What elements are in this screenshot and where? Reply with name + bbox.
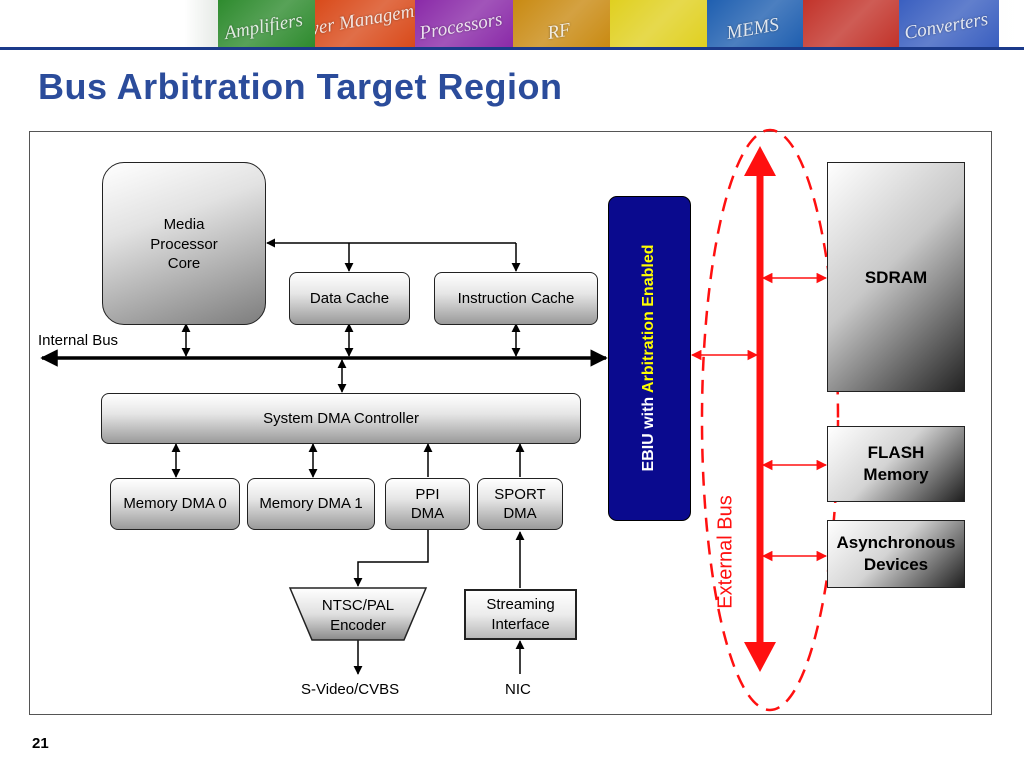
ppi-dma-box: PPI DMA: [385, 478, 470, 530]
sdram-label: SDRAM: [864, 268, 928, 287]
async-devices-label: Asynchronous Devices: [836, 532, 956, 574]
data-cache-label: Data Cache: [309, 289, 390, 307]
banner-tile: Power Management: [315, 0, 415, 47]
banner-divider: [0, 47, 1024, 50]
memory-dma-0-label: Memory DMA 0: [123, 495, 227, 513]
streaming-interface-box: Streaming Interface: [464, 589, 577, 640]
diagram-frame: [29, 131, 992, 715]
encoder-label: NTSC/PAL Encoder: [321, 597, 395, 634]
memory-dma-1-label: Memory DMA 1: [259, 495, 363, 513]
instruction-cache-label: Instruction Cache: [457, 289, 575, 307]
page-number: 21: [32, 735, 49, 752]
core-label: Media Processor Core: [150, 216, 218, 272]
svideo-label: S-Video/CVBS: [301, 681, 400, 698]
internal-bus-label: Internal Bus: [38, 332, 119, 349]
streaming-interface-label: Streaming Interface: [486, 596, 555, 633]
external-bus-arrow-top: [744, 146, 776, 176]
banner-tile: Converters: [899, 0, 999, 47]
data-cache-box: Data Cache: [289, 272, 410, 325]
instruction-cache-box: Instruction Cache: [434, 272, 598, 325]
system-dma-box: System DMA Controller: [101, 393, 581, 444]
ebiu-label-accent: Arbitration Enabled: [640, 244, 657, 393]
flash-memory-label: FLASH Memory: [863, 442, 929, 484]
flash-memory-box: FLASH Memory: [827, 426, 965, 502]
external-bus-arrow-bottom: [744, 642, 776, 672]
sport-dma-box: SPORT DMA: [477, 478, 563, 530]
banner-tile: RF: [513, 0, 610, 47]
ebiu-label: EBIU with Arbitration Enabled: [640, 245, 658, 472]
banner-tile: MEMS: [707, 0, 803, 47]
ppi-encoder-link: [353, 530, 429, 587]
banner-tile: Processors: [415, 0, 513, 47]
ppi-dma-label: PPI DMA: [410, 485, 445, 523]
banner-tile: Amplifiers: [218, 0, 315, 47]
encoder-shape: [288, 587, 428, 641]
external-bus-label: External Bus: [714, 495, 737, 609]
system-dma-label: System DMA Controller: [263, 409, 419, 427]
sport-dma-label: SPORT DMA: [494, 485, 546, 523]
banner-tile: [610, 0, 707, 47]
slide-title: Bus Arbitration Target Region: [38, 66, 563, 107]
target-region-ellipse: [700, 128, 840, 712]
memory-dma-0-box: Memory DMA 0: [110, 478, 240, 530]
async-devices-box: Asynchronous Devices: [827, 520, 965, 588]
ebiu-block: [608, 196, 691, 521]
nic-label: NIC: [505, 681, 531, 698]
media-processor-core: Media Processor Core: [102, 162, 266, 325]
sdram-box: SDRAM: [827, 162, 965, 392]
banner-tile: [803, 0, 899, 47]
memory-dma-1-box: Memory DMA 1: [247, 478, 375, 530]
ebiu-label-prefix: EBIU with: [640, 396, 657, 472]
